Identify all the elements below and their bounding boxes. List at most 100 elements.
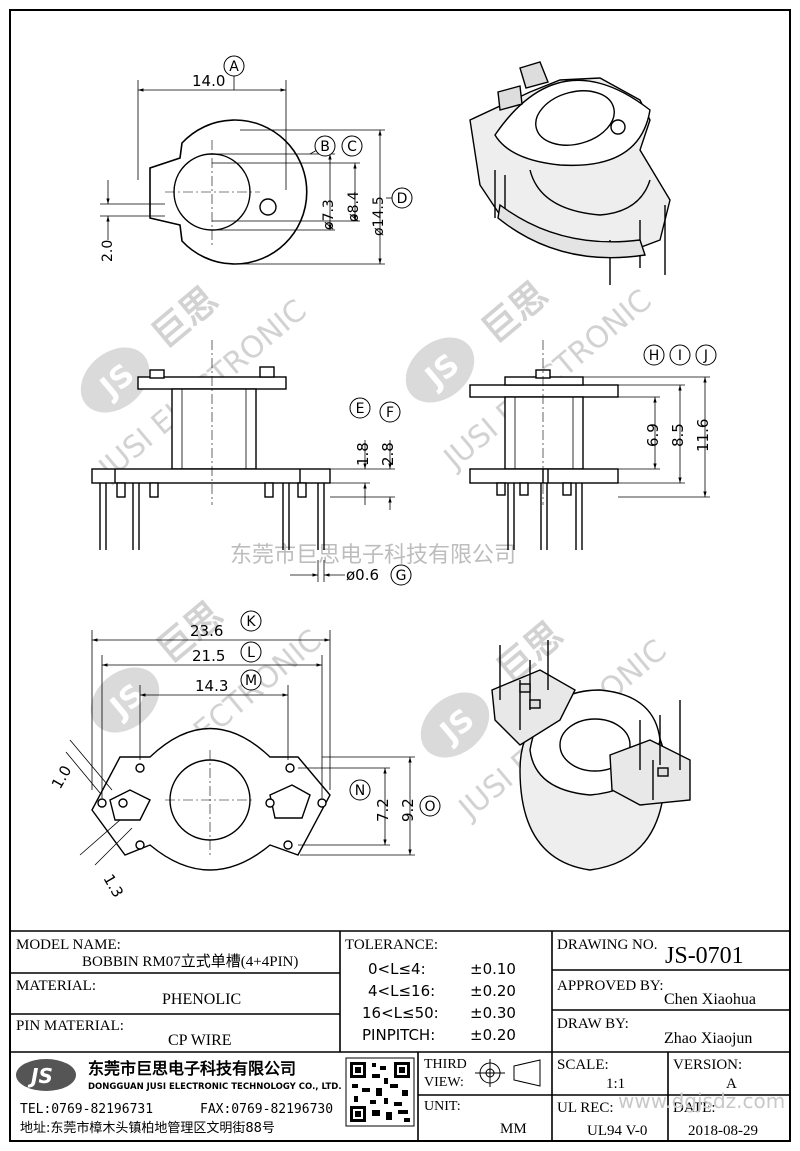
unit-label: UNIT: [424,1099,461,1114]
dim-a-value: 14.0 [192,72,225,90]
top-view-pin-hole [259,198,277,216]
tolerance-range-3: PINPITCH: [362,1026,435,1044]
bottom-view-dim-lines [65,630,415,866]
top-view-balloons: A B C D [223,55,413,209]
dim-g-value: ø0.6 [346,566,379,584]
drawing-no-label: DRAWING NO. [557,937,657,953]
watermark-js-logo-2: JS [405,337,475,403]
company-address: 地址:东莞市樟木头镇柏地管理区文明街88号 [20,1120,275,1136]
dim-f-value: 2.8 [379,442,397,466]
scale-label: SCALE: [557,1057,609,1073]
dim-o-value: 9.2 [399,798,417,822]
balloon-n: N [355,783,365,799]
unit-value: MM [500,1121,527,1137]
top-view [100,76,402,265]
tolerance-value-3: ±0.20 [470,1026,516,1044]
third-view-label-1: THIRD [424,1057,467,1072]
balloon-k: K [246,614,256,630]
company-logo-text: JS [27,1064,53,1088]
side-view-dims: 6.9 8.5 11.6 [644,419,712,452]
balloon-g: G [396,568,407,584]
balloon-i: I [678,348,682,364]
pin-material-value: CP WIRE [168,1032,232,1049]
dim-j-value: 11.6 [694,419,712,452]
front-view-dims: 1.8 2.8 ø0.6 [346,442,397,584]
top-view-dims: 14.0 ø7.3 ø8.4 ø14.5 2.0 [100,72,387,262]
dim-l-value: 21.5 [192,647,225,665]
approved-by-value: Chen Xiaohua [664,991,756,1008]
model-name-label: MODEL NAME: [16,937,121,953]
dim-gap-value: 2.0 [100,240,116,262]
third-angle-projection-icon [475,1059,541,1087]
dim-c-value: ø8.4 [346,191,362,222]
approved-by-label: APPROVED BY: [557,978,664,994]
dim-m-value: 14.3 [195,677,228,695]
tolerance-range-1: 4<L≤16: [368,982,435,1000]
balloon-c: C [347,139,357,155]
material-label: MATERIAL: [16,978,96,994]
balloon-m: M [245,673,257,689]
watermark-js-logo-4: JS [420,692,490,758]
sheet-border [9,9,791,1142]
side-view [469,340,619,550]
company-fax: FAX:0769-82196730 [200,1102,333,1117]
dim-pin-left-value: 1.0 [48,762,76,792]
watermark-brand-cn-1: 巨思 [144,279,226,357]
isometric-view-top [469,61,671,285]
company-tel: TEL:0769-82196731 [20,1102,153,1117]
balloon-d: D [397,191,408,207]
balloon-o: O [424,799,435,815]
tolerance-label: TOLERANCE: [345,937,438,953]
balloon-l: L [247,645,255,661]
dim-k-value: 23.6 [190,622,223,640]
watermark-js-logo-1: JS [80,347,150,413]
model-name-value: BOBBIN RM07立式单槽(4+4PIN) [82,953,298,970]
bottom-view-balloons: K L M N O [240,610,441,817]
qr-code [345,1057,415,1127]
draw-by-label: DRAW BY: [557,1016,629,1032]
version-value: A [726,1076,737,1092]
balloon-e: E [356,401,365,417]
bottom-view [91,727,331,871]
tolerance-value-0: ±0.10 [470,960,516,978]
front-view [91,340,331,550]
material-value: PHENOLIC [162,991,241,1008]
drawing-no-value: JS-0701 [665,943,744,969]
company-logo: JS [16,1059,76,1091]
site-watermark: www.dgjsdz.com [618,1089,785,1113]
third-view-label-2: VIEW: [424,1075,464,1090]
watermark-brand-cn-2: 巨思 [474,274,556,352]
dim-i-value: 8.5 [669,423,687,447]
side-view-balloons: H I J [643,344,717,366]
balloon-b: B [320,139,330,155]
watermark-js-logo-3: JS [90,667,160,733]
dim-b-value: ø7.3 [321,199,337,230]
balloon-f: F [386,405,394,421]
balloon-h: H [649,348,660,364]
watermarks: JS JS JS JS [80,337,490,758]
tolerance-list: 0<L≤4: ±0.10 4<L≤16: ±0.20 16<L≤50: ±0.3… [362,960,516,1044]
dim-d-value: ø14.5 [371,196,387,236]
ul-rec-label: UL REC: [557,1100,614,1116]
date-value: 2018-08-29 [688,1123,758,1139]
ul-rec-value: UL94 V-0 [587,1123,647,1139]
dim-e-value: 1.8 [354,442,372,466]
balloon-j: J [703,348,708,364]
draw-by-value: Zhao Xiaojun [664,1030,752,1047]
dim-n-value: 7.2 [374,798,392,822]
front-view-dim-lines [290,440,395,582]
tolerance-range-0: 0<L≤4: [368,960,426,978]
title-block-frame [10,930,790,1141]
scale-value: 1:1 [606,1076,625,1092]
tolerance-value-1: ±0.20 [470,982,516,1000]
pin-material-label: PIN MATERIAL: [16,1018,124,1034]
isometric-view-bottom [491,640,691,871]
company-name-en: DONGGUAN JUSI ELECTRONIC TECHNOLOGY CO.,… [88,1082,342,1092]
side-view-dim-lines [583,376,710,498]
balloon-a: A [229,59,239,75]
date-label: DATE: [673,1100,716,1116]
company-name-cn: 东莞市巨思电子科技有限公司 [88,1059,296,1078]
tolerance-value-2: ±0.30 [470,1004,516,1022]
